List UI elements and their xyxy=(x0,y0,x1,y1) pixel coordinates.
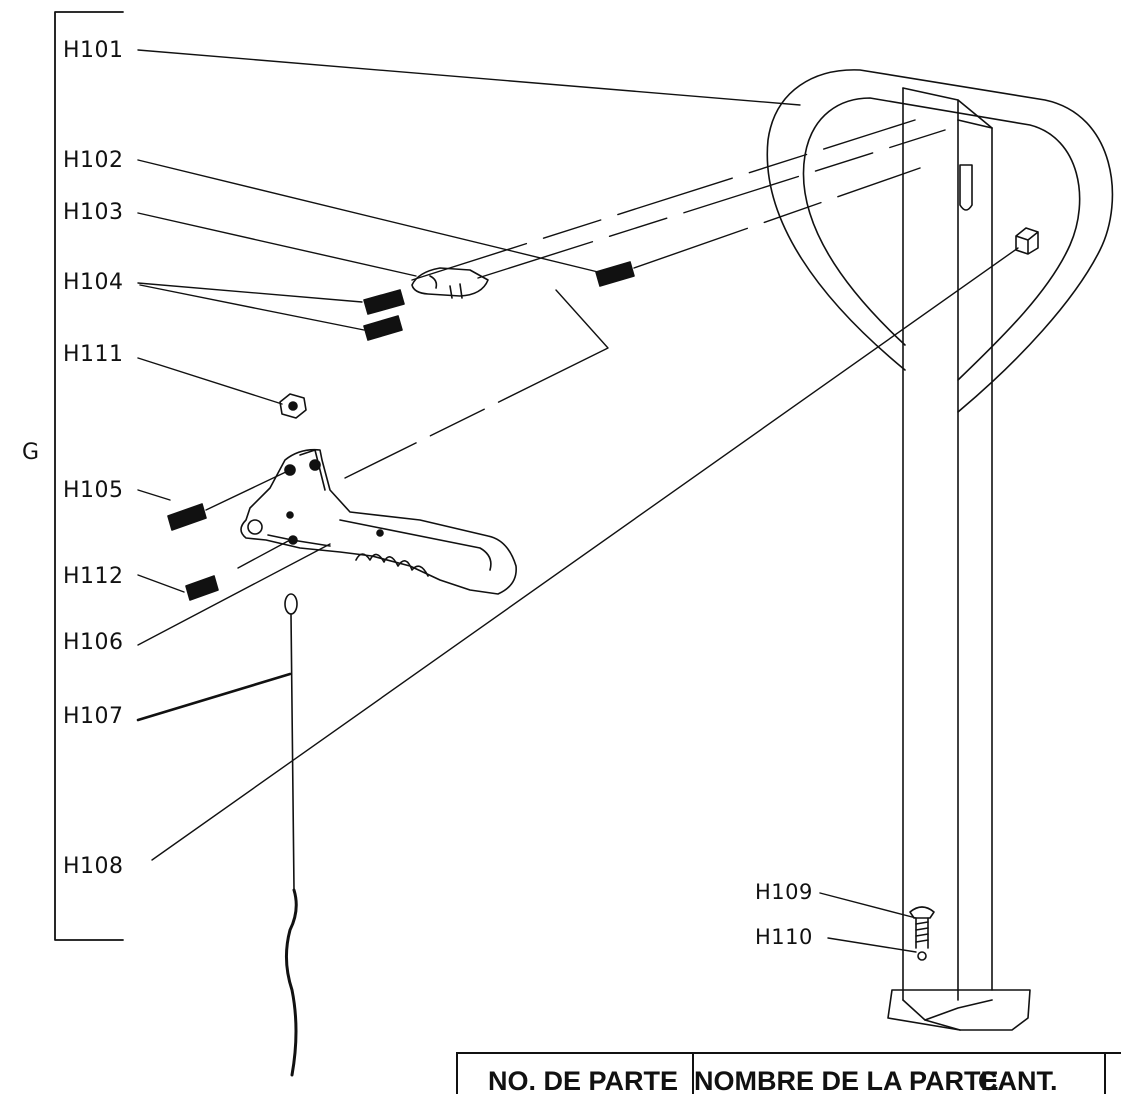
callout-h107: H107 xyxy=(63,704,124,729)
callout-h112: H112 xyxy=(63,564,124,589)
callout-h106: H106 xyxy=(63,630,124,655)
callout-h110: H110 xyxy=(755,925,813,949)
pin-h102 xyxy=(595,261,635,287)
group-bracket xyxy=(54,11,124,941)
callout-h105: H105 xyxy=(63,478,124,503)
hand-lever xyxy=(240,448,517,595)
parts-table-header: NO. DE PARTE NOMBRE DE LA PARTE CANT. xyxy=(456,1052,1121,1096)
alignment-lines xyxy=(237,119,946,569)
lever-bracket xyxy=(411,267,489,299)
column-separator xyxy=(1104,1054,1106,1094)
group-letter: G xyxy=(22,440,40,465)
callout-h109: H109 xyxy=(755,880,813,904)
callout-h101: H101 xyxy=(63,38,124,63)
pin-h104-b xyxy=(363,315,403,341)
pin-h112 xyxy=(185,575,219,601)
callout-h111: H111 xyxy=(63,342,124,367)
callout-h102: H102 xyxy=(63,148,124,173)
nut-h111 xyxy=(279,393,307,419)
handle-column xyxy=(902,87,993,1001)
screw-h109 xyxy=(909,906,935,961)
pin-h105 xyxy=(167,503,207,531)
handle-loop xyxy=(766,69,1114,413)
leader-lines xyxy=(136,49,1019,953)
small-block xyxy=(1015,227,1039,255)
callout-h108: H108 xyxy=(63,854,124,879)
chain-rod xyxy=(284,593,298,1077)
callout-h104: H104 xyxy=(63,270,124,295)
callout-h103: H103 xyxy=(63,200,124,225)
column-separator xyxy=(692,1054,694,1094)
column-base xyxy=(887,989,1031,1031)
pin-h104-a xyxy=(363,289,405,315)
